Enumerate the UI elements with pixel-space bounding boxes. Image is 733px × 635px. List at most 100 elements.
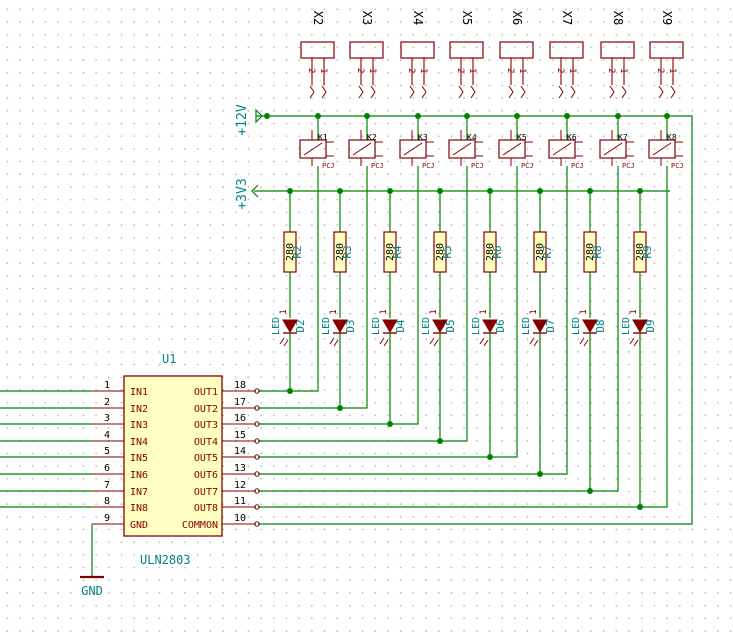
ic-pin-number: 1 [104,380,110,391]
led-value: LED [621,317,632,335]
ic-pin-number: 8 [104,496,110,507]
ic-pin-name: OUT6 [194,470,218,481]
pin-end [254,504,260,510]
relay-coil-slash [403,142,423,156]
pin-end [254,388,260,394]
relay-leads [360,130,383,166]
relay-coil [548,139,576,159]
pin-number: 1 [479,309,489,314]
components [80,41,684,579]
pin-end [254,521,260,527]
ic-pin-number: 12 [234,480,246,491]
led-value: LED [521,317,532,335]
connector-ref: X4 [411,11,425,25]
junction-dot [315,113,321,119]
ic-ref: U1 [162,352,176,366]
power-flag-12v [255,108,263,124]
led-ref: D9 [644,319,657,332]
relay-ref: K1 [318,133,328,142]
ic-pin-name: IN5 [130,453,148,464]
junction-dot [587,188,593,194]
relay-part: PCJ [371,162,384,170]
pin-number: 1 [429,309,439,314]
relay-part: PCJ [671,162,684,170]
ic-pin-number: 2 [104,397,110,408]
connector-ref: X6 [510,11,524,25]
junction-dot [537,188,543,194]
ic-value: ULN2803 [140,553,191,567]
resistor-body [533,231,547,273]
resistor-value: 280 [535,243,546,261]
junction-dot [287,188,293,194]
led-ref: D6 [494,319,507,332]
relay-contact-link [558,85,576,99]
ic-pin-name: OUT5 [194,453,218,464]
led-ref: D3 [344,319,357,332]
ic-pin-number: 3 [104,413,110,424]
relay-part: PCJ [322,162,335,170]
relay-coil [498,139,526,159]
pin-number: 1 [367,68,377,73]
connector-ref: X8 [611,11,625,25]
resistor-value: 280 [435,243,446,261]
led-ref: D2 [294,319,307,332]
relay-coil [348,139,376,159]
connector-body [600,41,635,59]
pin-number: 2 [505,68,515,73]
relay-part: PCJ [422,162,435,170]
pin-number: 1 [579,309,589,314]
pin-end [254,438,260,444]
ic-pin-name: IN4 [130,437,148,448]
pin-number: 1 [318,68,328,73]
relay-contact-link [609,85,627,99]
ic-pin-number: 11 [234,496,246,507]
connector-ref: X5 [460,11,474,25]
pin-number: 2 [306,68,316,73]
junction-dot [564,113,570,119]
junction-dot [514,113,520,119]
junction-dot [464,113,470,119]
resistor-value: 280 [485,243,496,261]
ic-pin-name: IN2 [130,404,148,415]
net-label-3v3: +3V3 [235,178,250,209]
connector-ref: X3 [360,11,374,25]
pin-end [254,421,260,427]
connector-ref: X2 [311,11,325,25]
ic-pin-name: COMMON [182,520,218,531]
led-body [532,319,548,333]
relay-leads [660,130,683,166]
resistor-value: 280 [385,243,396,261]
pin-number: 1 [279,309,289,314]
relay-ref: K2 [367,133,377,142]
junction-dot [437,188,443,194]
relay-coil-slash [502,142,522,156]
resistor-ref: R6 [491,245,504,258]
resistor-body [433,231,447,273]
pin-end [254,454,260,460]
relay-contact-link [458,85,476,99]
led-value: LED [421,317,432,335]
ic-pin-number: 9 [104,513,110,524]
led-emission-arrows [379,337,389,347]
resistor-body [483,231,497,273]
output-to-relay-wire [440,166,468,442]
relay-part: PCJ [471,162,484,170]
net-label-12v: +12V [235,104,250,135]
relay-ref: K8 [667,133,677,142]
pin-end [254,488,260,494]
pin-number: 1 [629,309,639,314]
resistor-value: 280 [635,243,646,261]
relay-contact-link [409,85,427,99]
relay-coil-slash [603,142,623,156]
relay-contact-link [309,85,327,99]
relay-part: PCJ [622,162,635,170]
junction-dot [364,113,370,119]
relay-ref: K7 [618,133,628,142]
pin-number: 2 [455,68,465,73]
pin-number: 1 [329,309,339,314]
ic-pin-number: 13 [234,463,246,474]
connector-body [649,41,684,59]
led-body [482,319,498,333]
ic-pin-name: IN3 [130,420,148,431]
relay-contact-link [358,85,376,99]
